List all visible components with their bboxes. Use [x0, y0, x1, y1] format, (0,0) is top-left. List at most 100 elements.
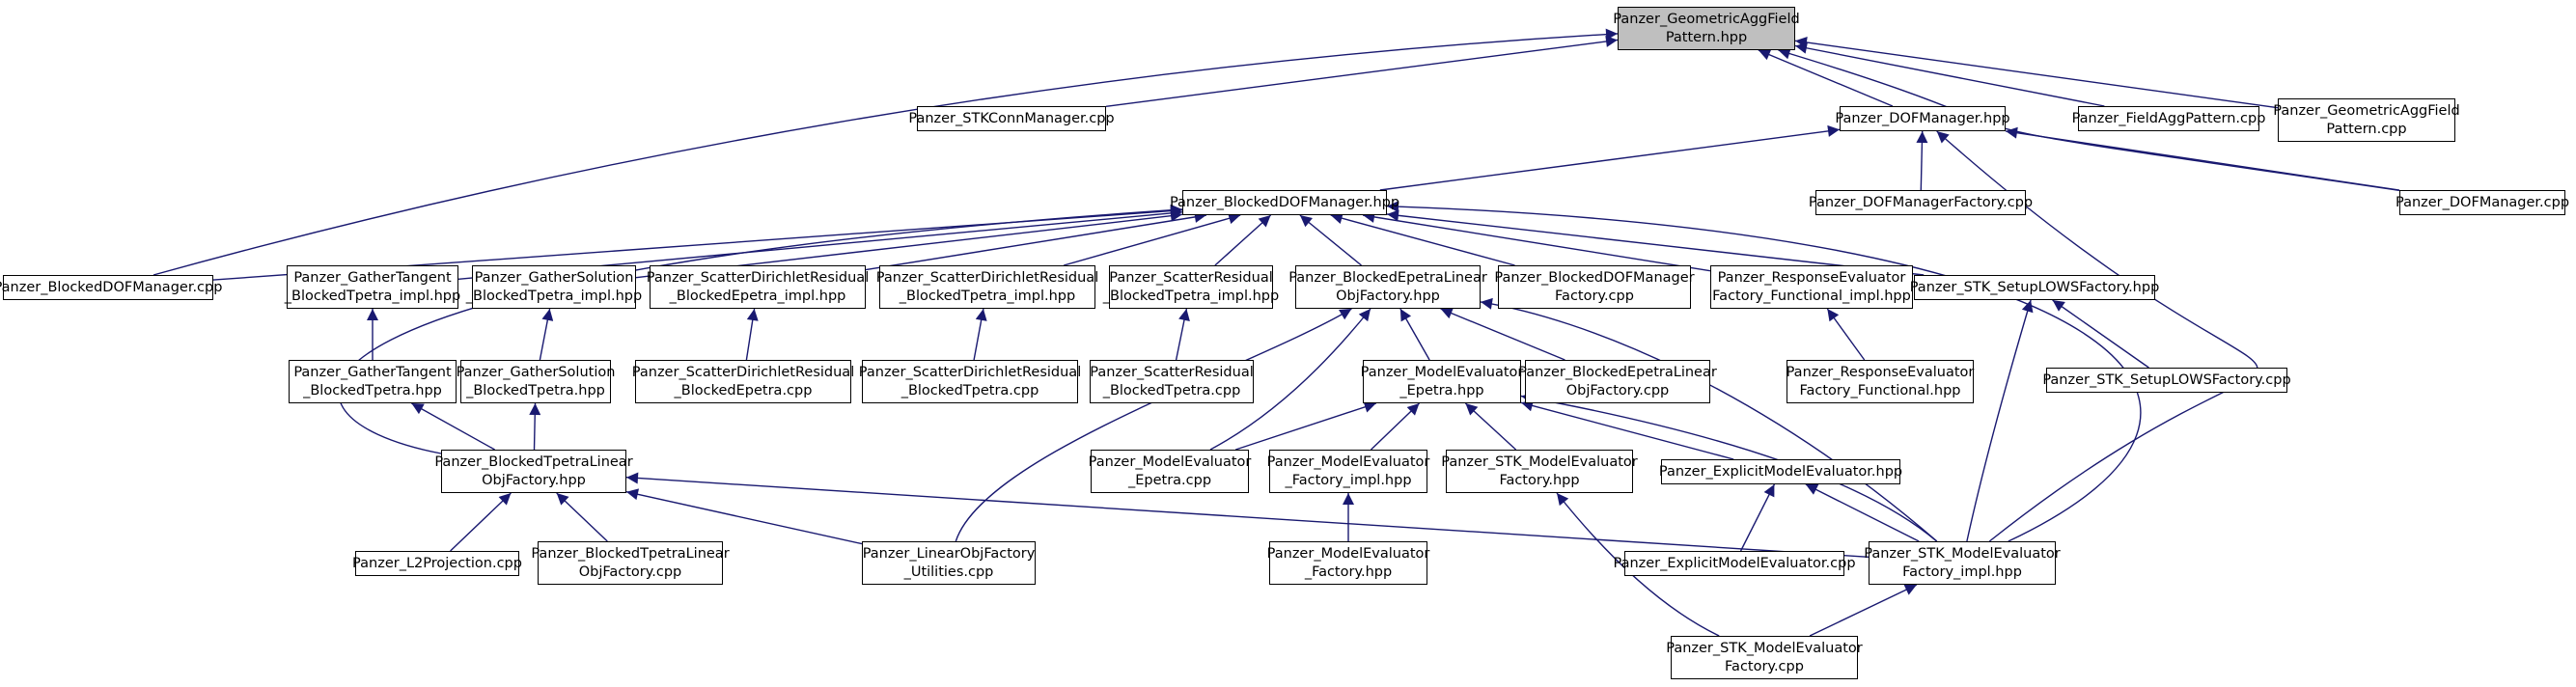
- edge-scatdir-tp-to-scatdir-tp-impl: [973, 308, 987, 361]
- graph-node-resp[interactable]: Panzer_ResponseEvaluator Factory_Functio…: [1787, 360, 1974, 403]
- graph-node-stklows-hpp[interactable]: Panzer_STK_SetupLOWSFactory.hpp: [1910, 275, 2159, 300]
- edge-dofmgr-hpp-to-root: [1758, 49, 1894, 107]
- graph-node-stklows-cpp[interactable]: Panzer_STK_SetupLOWSFactory.cpp: [2042, 368, 2291, 393]
- edge-stkme-fact-cpp-to-stkme-fact-hpp: [1556, 492, 1720, 637]
- graph-node-gathersol[interactable]: Panzer_GatherSolution _BlockedTpetra.hpp: [457, 360, 615, 403]
- edge-stkme-factimpl-to-stklows-hpp: [1966, 299, 2034, 542]
- graph-node-resp-impl[interactable]: Panzer_ResponseEvaluator Factory_Functio…: [1710, 265, 1913, 309]
- graph-node-scatdir-ep[interactable]: Panzer_ScatterDirichletResidual _Blocked…: [631, 360, 855, 403]
- graph-node-bep-cpp[interactable]: Panzer_BlockedEpetraLinear ObjFactory.cp…: [1518, 360, 1717, 403]
- edge-btp-hpp-to-gathertan: [411, 402, 495, 451]
- node-label-line: _BlockedTpetra_impl.hpp: [899, 288, 1076, 304]
- edge-explme-cpp-to-explme-hpp: [1739, 483, 1776, 552]
- graph-node-blockeddoffact[interactable]: Panzer_BlockedDOFManager Factory.cpp: [1494, 265, 1695, 309]
- graph-node-gathertan-impl[interactable]: Panzer_GatherTangent _BlockedTpetra_impl…: [284, 265, 461, 309]
- edge-dofmgrfactory-to-dofmgr-hpp: [1916, 130, 1928, 191]
- edge-stkme-factimpl-to-blockeddof-hpp: [1386, 201, 2142, 542]
- node-label-line: Panzer_ExplicitModelEvaluator.hpp: [1658, 463, 1903, 480]
- graph-node-blockeddof-cpp[interactable]: Panzer_BlockedDOFManager.cpp: [0, 275, 222, 300]
- node-label-line: Factory.hpp: [1499, 472, 1580, 488]
- graph-node-blockeddof-hpp[interactable]: Panzer_BlockedDOFManager.hpp: [1170, 190, 1399, 215]
- edge-stkme-factimpl-to-dofmgr-hpp: [1936, 130, 2258, 542]
- graph-node-root[interactable]: Panzer_GeometricAggField Pattern.hpp: [1613, 7, 1800, 50]
- edge-bep-cpp-to-bep-hpp: [1440, 308, 1565, 361]
- node-label-line: Panzer_GeometricAggField: [1613, 11, 1800, 27]
- node-label-line: Panzer_STK_SetupLOWSFactory.hpp: [1909, 279, 2160, 295]
- graph-node-me-epetra-cpp[interactable]: Panzer_ModelEvaluator _Epetra.cpp: [1089, 450, 1251, 493]
- node-label-line: Panzer_BlockedEpetraLinear: [1288, 269, 1487, 286]
- graph-node-fieldagg[interactable]: Panzer_FieldAggPattern.cpp: [2072, 106, 2265, 131]
- node-label-line: Factory.cpp: [1725, 658, 1804, 674]
- node-label-line: Panzer_BlockedTpetraLinear: [434, 453, 633, 470]
- edge-dofmgr-cpp-to-dofmgr-hpp: [2005, 126, 2400, 191]
- graph-node-scatres-impl[interactable]: Panzer_ScatterResidual _BlockedTpetra_im…: [1103, 265, 1279, 309]
- graph-node-stkme-factimpl[interactable]: Panzer_STK_ModelEvaluator Factory_impl.h…: [1864, 541, 2061, 585]
- node-label-line: ObjFactory.cpp: [578, 563, 682, 580]
- graph-node-explme-hpp[interactable]: Panzer_ExplicitModelEvaluator.hpp: [1658, 459, 1903, 484]
- graph-node-lof-util[interactable]: Panzer_LinearObjFactory _Utilities.cpp: [862, 541, 1036, 585]
- graph-node-explme-cpp[interactable]: Panzer_ExplicitModelEvaluator.cpp: [1613, 551, 1856, 576]
- graph-node-btp-cpp[interactable]: Panzer_BlockedTpetraLinear ObjFactory.cp…: [531, 541, 730, 585]
- node-label-line: _BlockedTpetra_impl.hpp: [465, 288, 643, 304]
- graph-node-l2proj[interactable]: Panzer_L2Projection.cpp: [352, 551, 522, 576]
- node-label-line: Factory.cpp: [1555, 288, 1634, 304]
- node-label-line: Panzer_ResponseEvaluator: [1786, 364, 1975, 380]
- graph-node-gathersol-impl[interactable]: Panzer_GatherSolution _BlockedTpetra_imp…: [466, 265, 642, 309]
- edge-blockeddof-hpp-to-dofmgr-hpp: [1379, 124, 1841, 191]
- node-label-line: Panzer_BlockedDOFManager: [1494, 269, 1695, 286]
- graph-node-me-epetra-hpp[interactable]: Panzer_ModelEvaluator _Epetra.hpp: [1361, 360, 1523, 403]
- edge-l2proj-to-btp-hpp: [450, 492, 512, 552]
- graph-node-btp-hpp[interactable]: Panzer_BlockedTpetraLinear ObjFactory.hp…: [434, 450, 633, 493]
- graph-node-gathertan[interactable]: Panzer_GatherTangent _BlockedTpetra.hpp: [289, 360, 457, 403]
- node-label-line: _BlockedTpetra_impl.hpp: [1102, 288, 1280, 304]
- graph-node-me-fact[interactable]: Panzer_ModelEvaluator _Factory.hpp: [1267, 541, 1429, 585]
- node-label-line: Panzer_FieldAggPattern.cpp: [2071, 110, 2266, 126]
- edge-scatres-impl-to-blockeddof-hpp: [1214, 214, 1272, 266]
- edge-stklows-cpp-to-stklows-hpp: [2052, 299, 2149, 369]
- graph-node-bep-hpp[interactable]: Panzer_BlockedEpetraLinear ObjFactory.hp…: [1288, 265, 1487, 309]
- graph-node-scatdir-tp-impl[interactable]: Panzer_ScatterDirichletResidual _Blocked…: [876, 265, 1098, 309]
- node-label-line: Panzer_ScatterDirichletResidual: [631, 364, 855, 380]
- edge-scatdir-ep-impl-to-blockeddof-hpp: [865, 210, 1207, 271]
- edge-stkme-fact-hpp-to-me-epetra-hpp: [1464, 402, 1517, 451]
- graph-node-stkconn[interactable]: Panzer_STKConnManager.cpp: [908, 106, 1115, 131]
- graph-node-scatdir-tp[interactable]: Panzer_ScatterDirichletResidual _Blocked…: [859, 360, 1081, 403]
- graph-node-me-factimpl[interactable]: Panzer_ModelEvaluator _Factory_impl.hpp: [1267, 450, 1429, 493]
- graph-node-stkme-fact-cpp[interactable]: Panzer_STK_ModelEvaluator Factory.cpp: [1666, 636, 1863, 679]
- edge-fieldagg-to-root: [1794, 41, 2105, 107]
- edge-scatdir-ep-to-scatdir-ep-impl: [745, 308, 759, 361]
- edge-lof-util-to-bep-hpp: [955, 308, 1352, 542]
- node-label-line: Panzer_BlockedEpetraLinear: [1518, 364, 1717, 380]
- edge-scatdir-tp-impl-to-blockeddof-hpp: [1064, 212, 1241, 266]
- graph-node-dofmgrfactory[interactable]: Panzer_DOFManagerFactory.cpp: [1809, 190, 2033, 215]
- node-label-line: _BlockedTpetra.hpp: [303, 382, 442, 398]
- node-label-line: _Epetra.hpp: [1399, 382, 1484, 398]
- node-label-line: Panzer_GatherSolution: [456, 364, 616, 380]
- edge-me-epetra-hpp-to-bep-hpp: [1399, 308, 1430, 361]
- node-label-line: Panzer_STK_ModelEvaluator: [1864, 545, 2061, 562]
- graph-node-scatdir-ep-impl[interactable]: Panzer_ScatterDirichletResidual _Blocked…: [646, 265, 870, 309]
- edge-stkme-factimpl-to-explme-hpp: [1805, 483, 1920, 542]
- graph-node-geomagg-cpp[interactable]: Panzer_GeometricAggField Pattern.cpp: [2273, 98, 2460, 142]
- graph-node-dofmgr-hpp[interactable]: Panzer_DOFManager.hpp: [1835, 106, 2010, 131]
- graph-node-dofmgr-cpp[interactable]: Panzer_DOFManager.cpp: [2396, 190, 2569, 215]
- edge-explme-hpp-to-me-epetra-hpp: [1520, 399, 1734, 460]
- edge-stklows-hpp-to-blockeddof-hpp: [1386, 209, 1925, 276]
- node-label-line: _BlockedTpetra_impl.hpp: [284, 288, 461, 304]
- edge-stkme-fact-cpp-to-stkme-factimpl: [1809, 584, 1918, 637]
- node-label-line: Panzer_DOFManager.hpp: [1835, 110, 2010, 126]
- graph-node-scatres[interactable]: Panzer_ScatterResidual _BlockedTpetra.cp…: [1090, 360, 1254, 403]
- edge-me-epetra-cpp-to-me-epetra-hpp: [1234, 401, 1377, 451]
- node-label-line: Panzer_ResponseEvaluator: [1717, 269, 1906, 286]
- node-label-line: _Factory.hpp: [1304, 563, 1393, 580]
- node-label-line: Panzer_BlockedDOFManager.cpp: [0, 279, 223, 295]
- node-label-line: Panzer_ScatterDirichletResidual: [646, 269, 870, 286]
- node-label-line: Factory_impl.hpp: [1902, 563, 2022, 580]
- edge-resp-to-resp-impl: [1826, 308, 1866, 361]
- node-label-line: _Epetra.cpp: [1127, 472, 1212, 488]
- edge-me-epetra-cpp-to-bep-hpp: [1209, 308, 1371, 451]
- node-label-line: _BlockedEpetra_impl.hpp: [669, 288, 846, 304]
- graph-node-stkme-fact-hpp[interactable]: Panzer_STK_ModelEvaluator Factory.hpp: [1441, 450, 1638, 493]
- node-label-line: Panzer_ExplicitModelEvaluator.cpp: [1613, 555, 1856, 571]
